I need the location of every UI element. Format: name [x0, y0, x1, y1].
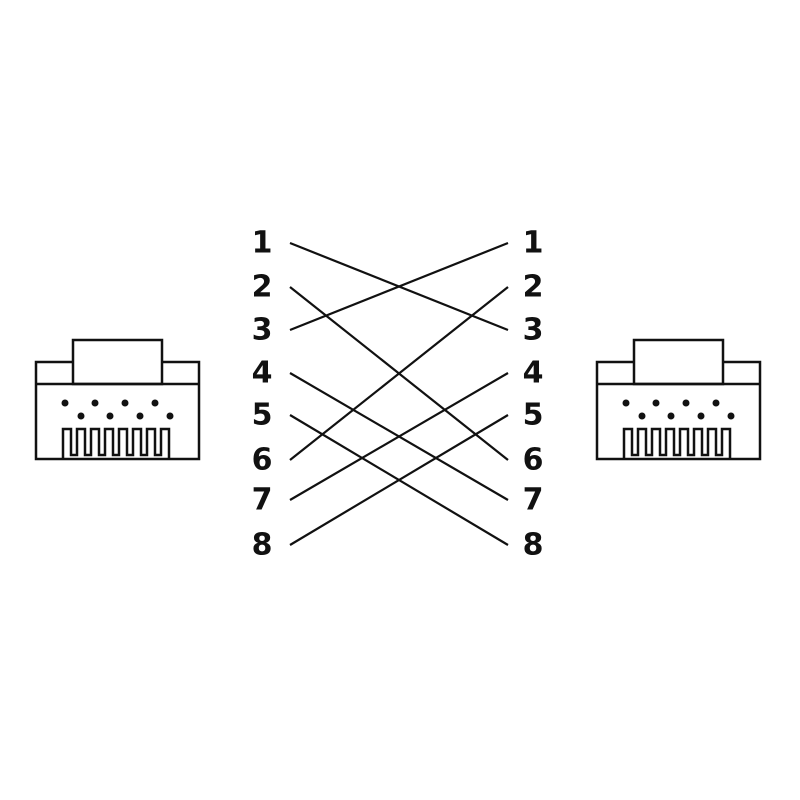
contact-dot [77, 412, 85, 420]
rj45-connector-left-icon [34, 338, 201, 461]
contact-dot [682, 399, 690, 407]
connector-latch [71, 338, 164, 386]
left-pin-label: 7 [252, 483, 273, 518]
contact-dot [712, 399, 720, 407]
wires [289, 241, 509, 546]
contact-dot [61, 399, 69, 407]
wire-8-to-5 [289, 414, 509, 546]
contact-dot [91, 399, 99, 407]
left-pin-label: 5 [252, 398, 273, 433]
contact-dot [727, 412, 735, 420]
rj45-connector-right-icon [595, 338, 762, 461]
wire-7-to-4 [289, 372, 509, 501]
left-pin-label: 6 [252, 443, 273, 478]
left-pin-label: 3 [252, 313, 273, 348]
contact-dot [151, 399, 159, 407]
right-pin-label: 4 [523, 356, 544, 391]
wire-3-to-1 [289, 241, 509, 332]
wire-6-to-2 [289, 286, 509, 461]
contact-pins [61, 427, 171, 459]
connector-latch [632, 338, 725, 386]
contact-dot [136, 412, 144, 420]
contact-dot [106, 412, 114, 420]
right-pin-label: 6 [523, 443, 544, 478]
contact-dot [622, 399, 630, 407]
right-pin-label: 1 [523, 226, 544, 261]
right-pin-label: 2 [523, 270, 544, 305]
right-pin-label: 5 [523, 398, 544, 433]
right-pin-label: 7 [523, 483, 544, 518]
left-pin-label: 8 [252, 528, 273, 563]
contact-dot [697, 412, 705, 420]
contact-pins [622, 427, 732, 459]
left-pin-label: 2 [252, 270, 273, 305]
contact-dot [121, 399, 129, 407]
left-pin-label: 4 [252, 356, 273, 391]
contact-dot [652, 399, 660, 407]
right-pin-labels: 1 2 3 4 5 6 7 8 [523, 226, 544, 563]
contact-dot [638, 412, 646, 420]
left-pin-label: 1 [252, 226, 273, 261]
contact-dot [166, 412, 174, 420]
contact-dot [667, 412, 675, 420]
right-pin-label: 3 [523, 313, 544, 348]
left-pin-labels: 1 2 3 4 5 6 7 8 [252, 226, 273, 563]
right-pin-label: 8 [523, 528, 544, 563]
